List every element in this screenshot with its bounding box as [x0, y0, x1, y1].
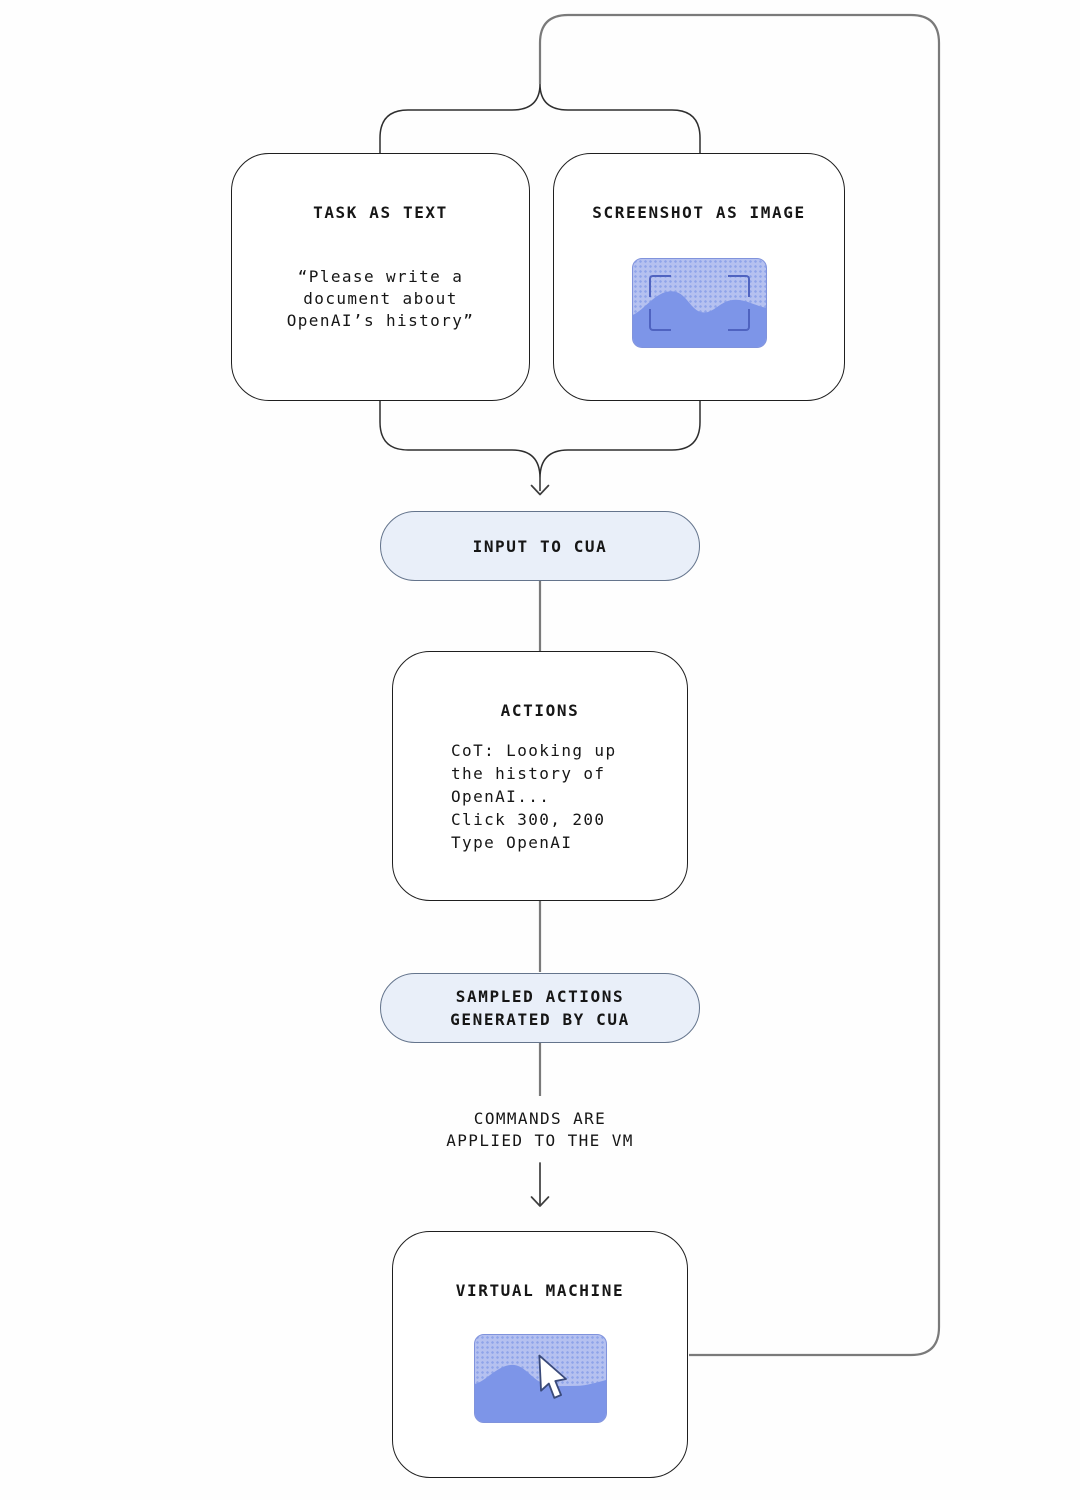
task-box-title: TASK AS TEXT: [313, 203, 448, 222]
task-quote-line: document about: [303, 289, 458, 308]
caption-line: APPLIED TO THE VM: [446, 1130, 634, 1150]
actions-box-title: ACTIONS: [500, 701, 580, 720]
merge-arrowhead: [530, 484, 550, 496]
input-to-cua-pill: INPUT TO CUA: [380, 511, 700, 581]
actions-box: ACTIONS CoT: Looking up the history of O…: [392, 651, 688, 901]
task-quote: “Please write a document about OpenAI’s …: [287, 266, 475, 332]
bottom-merge-brace: [379, 401, 701, 479]
viewfinder-bracket-icon: [648, 309, 671, 331]
actions-cot-text: CoT: Looking up the history of OpenAI...…: [393, 739, 617, 854]
screenshot-thumbnail-icon: [631, 258, 767, 348]
cot-line: OpenAI...: [451, 787, 551, 806]
sampled-pill-line: GENERATED BY CUA: [450, 1010, 630, 1029]
feedback-loop-line: [538, 13, 941, 1357]
cot-line: the history of: [451, 764, 606, 783]
vm-arrowhead: [530, 1196, 550, 1207]
input-pill-label: INPUT TO CUA: [472, 536, 608, 556]
screenshot-box-title: SCREENSHOT AS IMAGE: [592, 203, 806, 222]
vm-thumbnail-icon: [473, 1334, 607, 1423]
sampled-actions-pill: SAMPLED ACTIONS GENERATED BY CUA: [380, 973, 700, 1043]
caption-line: COMMANDS ARE: [473, 1109, 607, 1128]
sampled-pill-line: SAMPLED ACTIONS: [455, 987, 625, 1006]
viewfinder-bracket-icon: [727, 275, 750, 297]
cot-line: Click 300, 200: [451, 810, 606, 829]
top-split-brace: [379, 83, 701, 154]
wave-graphic: [632, 291, 766, 347]
viewfinder-bracket-icon: [648, 275, 671, 297]
screenshot-as-image-box: SCREENSHOT AS IMAGE: [553, 153, 845, 401]
task-quote-line: OpenAI’s history”: [286, 311, 475, 330]
commands-applied-caption: COMMANDS ARE APPLIED TO THE VM: [340, 1108, 740, 1151]
wave-graphic: [474, 1364, 606, 1422]
virtual-machine-box: VIRTUAL MACHINE: [392, 1231, 688, 1478]
viewfinder-bracket-icon: [727, 309, 750, 331]
vm-box-title: VIRTUAL MACHINE: [455, 1281, 625, 1300]
task-quote-line: “Please write a: [297, 267, 464, 286]
cot-line: Type OpenAI: [451, 833, 573, 852]
mouse-pointer-icon: [537, 1354, 567, 1399]
cot-line: CoT: Looking up: [451, 741, 617, 760]
task-as-text-box: TASK AS TEXT “Please write a document ab…: [231, 153, 530, 401]
